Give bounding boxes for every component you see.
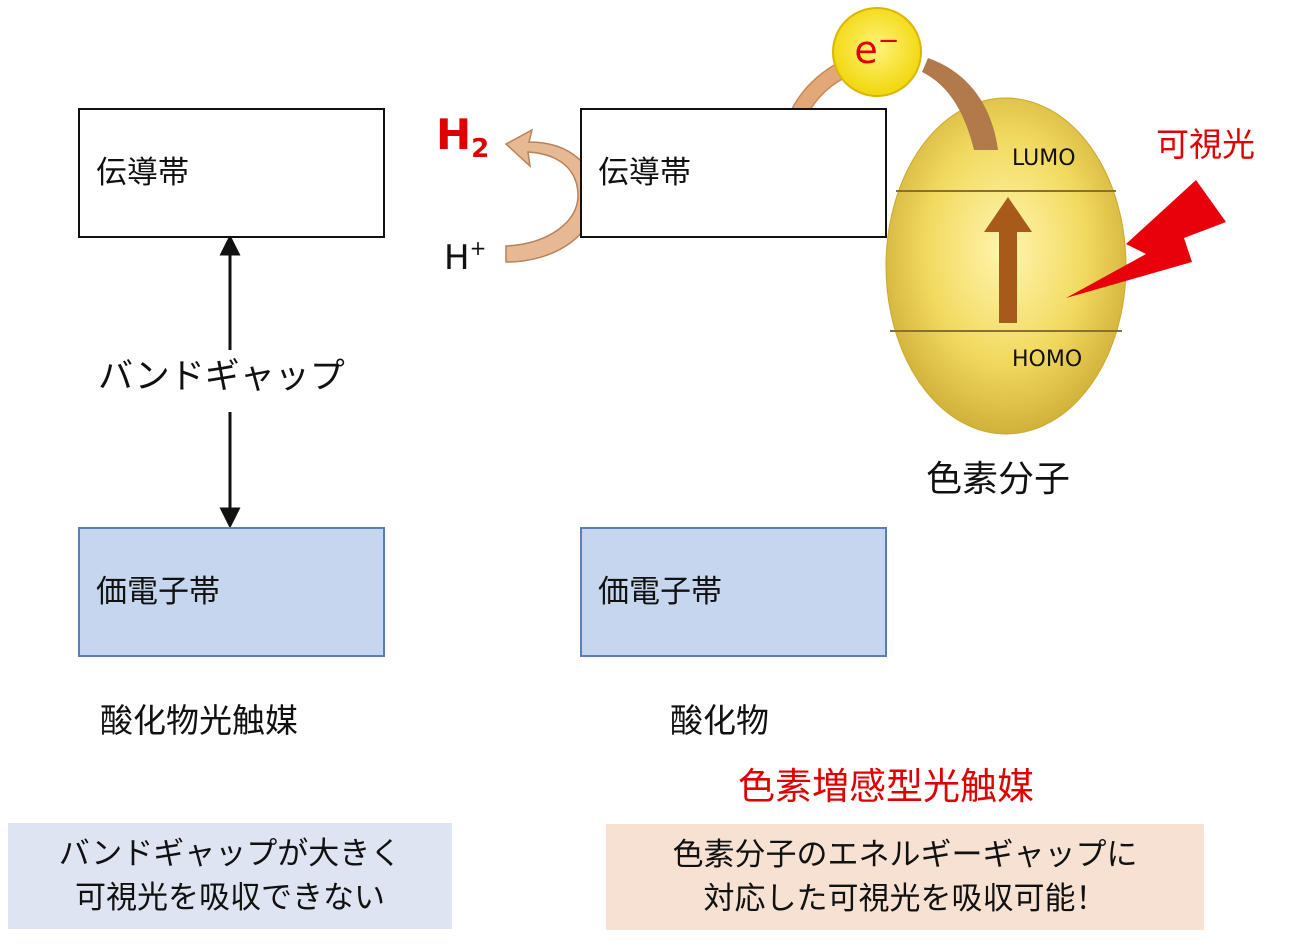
- lightning-bolt-icon: [1066, 180, 1226, 298]
- h-plus-sup: +: [469, 236, 487, 260]
- h2-sub: 2: [471, 134, 490, 164]
- h2-main: H: [436, 110, 472, 159]
- left-caption: 酸化物光触媒: [100, 701, 298, 740]
- right-note: 色素分子のエネルギーギャップに 対応した可視光を吸収可能！: [606, 824, 1204, 930]
- dye-caption: 色素分子: [926, 459, 1071, 500]
- right-conduction-band: 伝導帯: [580, 108, 887, 238]
- h-plus-label: H+: [444, 238, 486, 275]
- visible-light-label: 可視光: [1156, 125, 1255, 164]
- right-valence-band: 価電子帯: [580, 527, 887, 657]
- left-note: バンドギャップが大きく 可視光を吸収できない: [8, 823, 452, 929]
- left-conduction-band: 伝導帯: [78, 108, 385, 238]
- right-note-line1: 色素分子のエネルギーギャップに: [672, 837, 1138, 873]
- left-valence-band-label: 価電子帯: [96, 573, 220, 610]
- electron-sup: −: [877, 26, 900, 56]
- right-note-line2: 対応した可視光を吸収可能！: [703, 881, 1107, 917]
- electron-circle: [832, 7, 922, 97]
- right-conduction-band-label: 伝導帯: [598, 154, 691, 191]
- excitation-arrow: [984, 197, 1032, 323]
- electron-main: e: [854, 28, 878, 72]
- right-valence-band-label: 価電子帯: [598, 573, 722, 610]
- left-conduction-band-label: 伝導帯: [96, 154, 189, 191]
- h2-label: H2: [436, 114, 490, 164]
- h-plus-main: H: [444, 238, 470, 278]
- lumo-label: LUMO: [1012, 146, 1076, 171]
- homo-label: HOMO: [1012, 347, 1083, 372]
- left-note-line2: 可視光を吸収できない: [75, 880, 385, 916]
- lumo-to-electron-arrow: [922, 58, 998, 150]
- right-caption: 酸化物: [670, 701, 769, 740]
- electron-label: e−: [833, 28, 921, 69]
- band-gap-label: バンドギャップ: [98, 357, 345, 397]
- left-valence-band: 価電子帯: [78, 527, 385, 657]
- left-note-line1: バンドギャップが大きく: [58, 836, 402, 872]
- dye-sensitized-title: 色素増感型光触媒: [738, 765, 1034, 808]
